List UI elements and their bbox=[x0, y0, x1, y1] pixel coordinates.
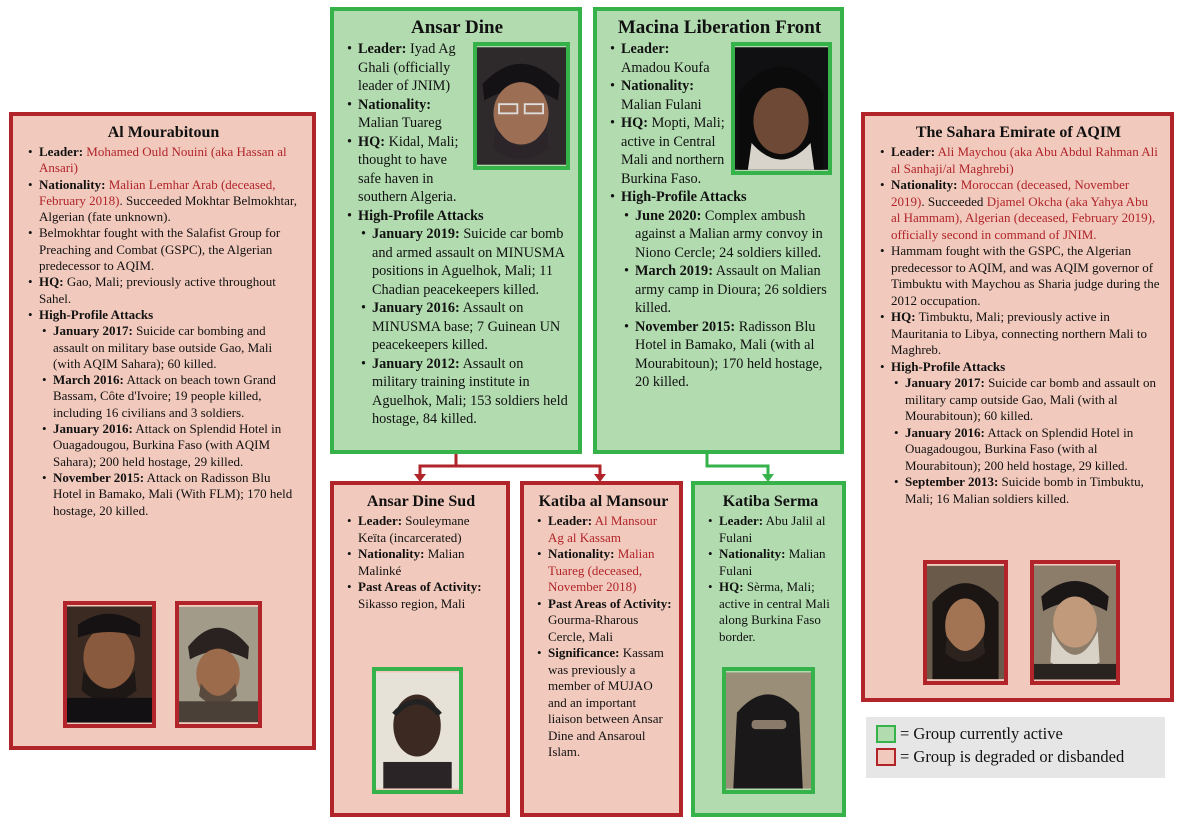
attacks-item: High-Profile Attacks June 2020: Complex … bbox=[610, 188, 832, 392]
card-details: Leader:Amadou Koufa Nationality:Malian F… bbox=[607, 40, 832, 392]
card-title: Macina Liberation Front bbox=[617, 17, 822, 38]
attack-list: January 2019: Suicide car bomb and armed… bbox=[358, 225, 570, 429]
background-item: Hammam fought with the GSPC, the Algeria… bbox=[880, 243, 1160, 309]
card-details: Leader: Souleymane Keïta (incarcerated) … bbox=[344, 513, 498, 612]
attack-item: January 2019: Suicide car bomb and armed… bbox=[361, 225, 570, 299]
portrait-icon bbox=[179, 606, 258, 723]
attack-list: January 2017: Suicide car bomb and assau… bbox=[891, 375, 1160, 507]
attack-item: January 2017: Suicide car bomb and assau… bbox=[894, 375, 1160, 425]
card-details: Leader: Mohamed Ould Nouini (aka Hassan … bbox=[25, 144, 302, 519]
card-al-mourabitoun: Al Mourabitoun Leader: Mohamed Ould Noui… bbox=[9, 112, 316, 750]
legend-active: = Group currently active bbox=[876, 724, 1155, 744]
portrait-icon bbox=[477, 47, 566, 165]
nationality-item: Nationality: Malian Fulani bbox=[708, 546, 836, 579]
attack-item: June 2020: Complex ambush against a Mali… bbox=[624, 207, 832, 263]
attacks-item: High-Profile Attacks January 2019: Suici… bbox=[347, 207, 570, 429]
areas-item: Past Areas of Activity: Sikasso region, … bbox=[347, 579, 498, 612]
photo-abu-jalil-al-fulani bbox=[722, 667, 815, 794]
nationality-item: Nationality:Malian Fulani bbox=[610, 77, 832, 114]
portrait-icon bbox=[376, 672, 459, 789]
card-katiba-serma: Katiba Serma Leader: Abu Jalil al Fulani… bbox=[691, 481, 846, 817]
hq-item: HQ: Timbuktu, Mali; previously active in… bbox=[880, 309, 1160, 359]
leader-item: Leader:Amadou Koufa bbox=[610, 40, 832, 77]
significance-item: Significance: Kassam was previously a me… bbox=[537, 645, 673, 761]
card-katiba-al-mansour: Katiba al Mansour Leader: Al Mansour Ag … bbox=[520, 481, 683, 817]
card-title: Katiba al Mansour bbox=[538, 493, 669, 510]
macina-branch-arrow bbox=[705, 454, 770, 476]
areas-item: Past Areas of Activity: Gourma-Rharous C… bbox=[537, 596, 673, 646]
card-details: Leader: Iyad Ag Ghali (officially leader… bbox=[344, 40, 570, 429]
hq-item: HQ: Mopti, Mali;active in Central Mali a… bbox=[610, 114, 832, 188]
leader-item: Leader: Ali Maychou (aka Abu Abdul Rahma… bbox=[880, 144, 1160, 177]
active-swatch bbox=[876, 725, 896, 743]
attacks-item: High-Profile Attacks January 2017: Suici… bbox=[28, 307, 302, 519]
attack-list: January 2017: Suicide car bombing and as… bbox=[39, 323, 302, 519]
hq-item: HQ: Gao, Mali; previously active through… bbox=[28, 274, 302, 307]
leader-item: Leader: Al Mansour Ag al Kassam bbox=[537, 513, 673, 546]
attack-item: November 2015: Radisson Blu Hotel in Bam… bbox=[624, 318, 832, 392]
card-sahara-emirate: The Sahara Emirate of AQIM Leader: Ali M… bbox=[861, 112, 1174, 702]
background-item: Belmokhtar fought with the Salafist Grou… bbox=[28, 225, 302, 274]
hq-item: HQ: Sèrma, Mali; active in central Mali … bbox=[708, 579, 836, 645]
leader-item: Leader: Souleymane Keïta (incarcerated) bbox=[347, 513, 498, 546]
attack-list: June 2020: Complex ambush against a Mali… bbox=[621, 207, 832, 392]
photo-hassan-al-ansari bbox=[63, 601, 156, 728]
leader-item: Leader: Iyad Ag Ghali (officially leader… bbox=[347, 40, 570, 96]
card-ansar-dine: Ansar Dine Leader: Iyad Ag Ghali (offici… bbox=[330, 7, 582, 454]
nationality-item: Nationality: Malian Tuareg bbox=[347, 96, 570, 133]
portrait-icon bbox=[735, 47, 828, 170]
nationality-item: Nationality: Malian Malinké bbox=[347, 546, 498, 579]
legend-degraded: = Group is degraded or disbanded bbox=[876, 747, 1155, 767]
photo-amadou-koufa bbox=[731, 42, 832, 175]
ansar-dine-branch-arrows bbox=[418, 454, 602, 476]
photo-mokhtar-belmokhtar bbox=[175, 601, 262, 728]
photo-iyad-ag-ghali bbox=[473, 42, 570, 170]
card-details: Leader: Al Mansour Ag al Kassam National… bbox=[534, 513, 673, 761]
photo-djamel-okcha bbox=[1030, 560, 1120, 685]
hq-item: HQ: Kidal, Mali; thought to have safe ha… bbox=[347, 133, 570, 207]
photo-souleymane-keita bbox=[372, 667, 463, 794]
card-title: Al Mourabitoun bbox=[107, 124, 220, 141]
attack-item: November 2015: Attack on Radisson Blu Ho… bbox=[42, 470, 302, 519]
leader-item: Leader: Mohamed Ould Nouini (aka Hassan … bbox=[28, 144, 302, 177]
portrait-icon bbox=[927, 565, 1004, 680]
attack-item: January 2017: Suicide car bombing and as… bbox=[42, 323, 302, 372]
card-title: Ansar Dine bbox=[410, 17, 504, 38]
nationality-item: Nationality: Malian Lemhar Arab (decease… bbox=[28, 177, 302, 226]
legend: = Group currently active = Group is degr… bbox=[866, 717, 1165, 778]
portrait-icon bbox=[67, 606, 152, 723]
attack-item: March 2016: Attack on beach town Grand B… bbox=[42, 372, 302, 421]
card-details: Leader: Abu Jalil al Fulani Nationality:… bbox=[705, 513, 836, 645]
nationality-item: Nationality: Malian Tuareg (deceased, No… bbox=[537, 546, 673, 596]
portrait-icon bbox=[1034, 565, 1116, 680]
degraded-swatch bbox=[876, 748, 896, 766]
card-title: The Sahara Emirate of AQIM bbox=[915, 124, 1122, 141]
attack-item: March 2019: Assault on Malian army camp … bbox=[624, 262, 832, 318]
card-title: Katiba Serma bbox=[722, 493, 819, 510]
photo-ali-maychou bbox=[923, 560, 1008, 685]
portrait-icon bbox=[726, 672, 811, 789]
attack-item: September 2013: Suicide bomb in Timbuktu… bbox=[894, 474, 1160, 507]
attack-item: January 2012: Assault on military traini… bbox=[361, 355, 570, 429]
nationality-item: Nationality: Moroccan (deceased, Novembe… bbox=[880, 177, 1160, 243]
attacks-item: High-Profile Attacks January 2017: Suici… bbox=[880, 359, 1160, 508]
card-details: Leader: Ali Maychou (aka Abu Abdul Rahma… bbox=[877, 144, 1160, 507]
attack-item: January 2016: Attack on Splendid Hotel i… bbox=[894, 425, 1160, 475]
card-title: Ansar Dine Sud bbox=[366, 493, 476, 510]
attack-item: January 2016: Attack on Splendid Hotel i… bbox=[42, 421, 302, 470]
leader-item: Leader: Abu Jalil al Fulani bbox=[708, 513, 836, 546]
attack-item: January 2016: Assault on MINUSMA base; 7… bbox=[361, 299, 570, 355]
